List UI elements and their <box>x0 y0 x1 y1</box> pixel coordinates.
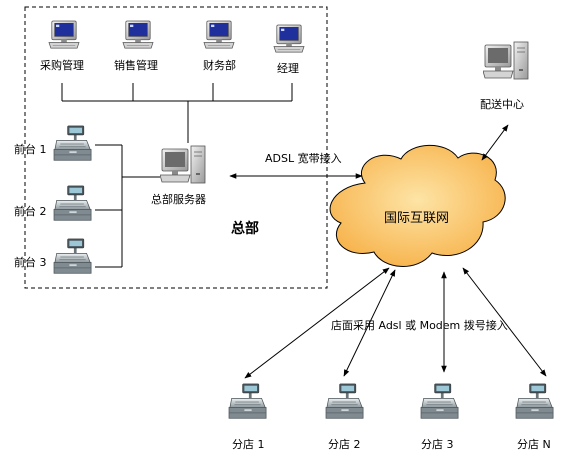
branch-label-1: 分店 1 <box>232 438 265 451</box>
branch-label-n: 分店 N <box>517 438 551 451</box>
headquarters-title: 总部 <box>231 221 259 237</box>
department-label-manager: 经理 <box>277 62 299 75</box>
pos-terminal-icon <box>53 238 92 274</box>
department-bus <box>61 83 293 143</box>
computer-icon <box>122 20 154 49</box>
pos-terminal-icon <box>420 383 459 419</box>
internet-cloud <box>329 144 506 267</box>
front-desk-bus <box>95 144 160 268</box>
branch-label-2: 分店 2 <box>328 438 361 451</box>
pos-terminal-icon <box>325 383 364 419</box>
distribution-link <box>481 124 509 161</box>
internet-label: 国际互联网 <box>384 211 450 226</box>
store-access-label: 店面采用 Adsl 或 Modem 拨号接入 <box>331 319 508 332</box>
branch-label-3: 分店 3 <box>421 438 454 451</box>
computer-icon <box>48 20 80 49</box>
department-label-sales: 销售管理 <box>114 59 158 72</box>
department-label-purchasing: 采购管理 <box>40 59 84 72</box>
pos-terminal-icon <box>53 125 92 161</box>
front-desk-label-3: 前台 3 <box>14 256 47 269</box>
department-label-finance: 财务部 <box>203 59 236 72</box>
server-icon <box>160 145 206 184</box>
front-desk-label-2: 前台 2 <box>14 205 47 218</box>
front-desk-label-1: 前台 1 <box>14 143 47 156</box>
server-label: 总部服务器 <box>151 193 206 206</box>
computer-icon <box>273 24 305 53</box>
branch-links <box>244 267 547 379</box>
computer-icon <box>203 20 235 49</box>
headquarters-boundary <box>24 6 328 289</box>
pos-terminal-icon <box>515 383 554 419</box>
computer-icon <box>483 41 529 80</box>
pos-terminal-icon <box>228 383 267 419</box>
pos-terminal-icon <box>53 185 92 221</box>
distribution-center-label: 配送中心 <box>480 98 524 111</box>
adsl-label: ADSL 宽带接入 <box>265 152 342 165</box>
